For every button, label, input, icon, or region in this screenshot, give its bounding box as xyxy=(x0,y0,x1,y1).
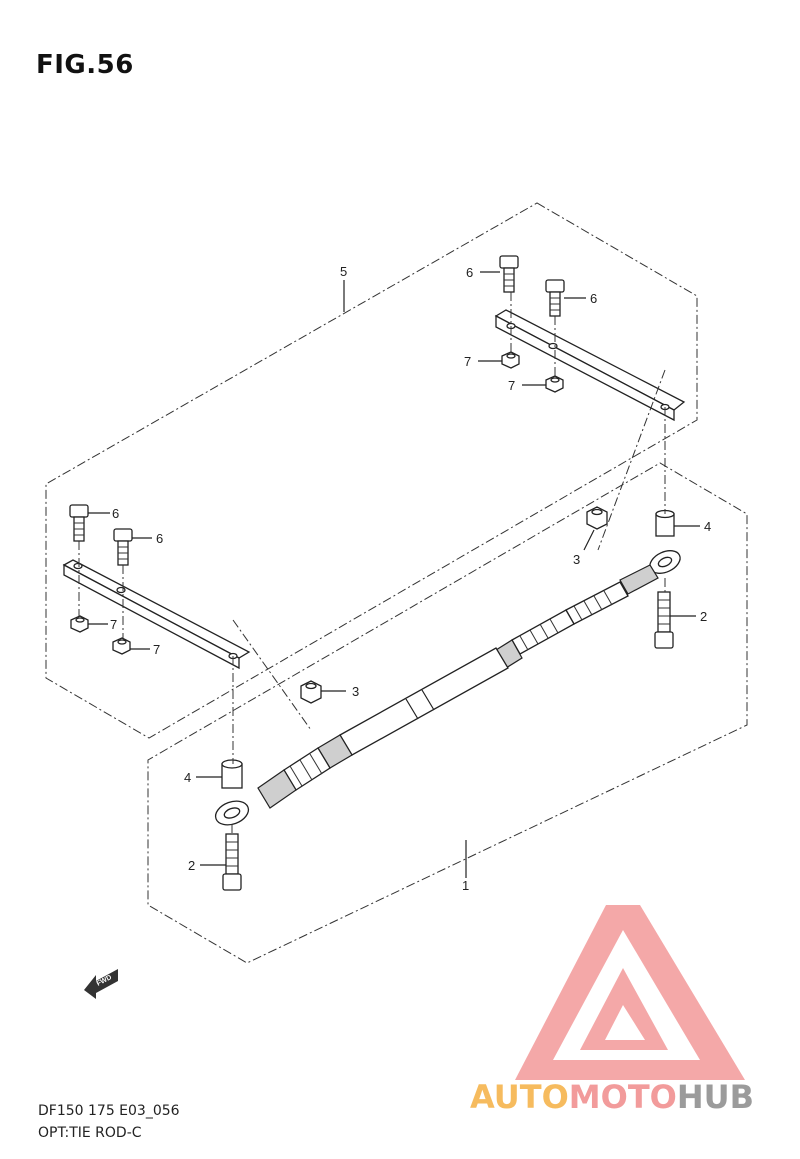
callout-4: 4 xyxy=(704,519,711,534)
upper-group-frame xyxy=(45,202,698,739)
callout-6: 6 xyxy=(466,265,473,280)
bolt-2b xyxy=(222,833,242,891)
bolt-6c xyxy=(69,504,89,542)
bolt-2a xyxy=(654,591,674,649)
callout-3: 3 xyxy=(573,552,580,567)
nut-7b xyxy=(545,375,564,393)
callout-6: 6 xyxy=(156,531,163,546)
callout-6: 6 xyxy=(112,506,119,521)
watermark-moto: MOTO xyxy=(569,1078,677,1116)
footer-description: OPT:TIE ROD-C xyxy=(38,1125,142,1141)
bracket-plate-left xyxy=(62,559,251,670)
watermark-triangle-icon xyxy=(515,905,745,1080)
callout-6: 6 xyxy=(590,291,597,306)
bolt-6d xyxy=(113,528,133,566)
nut-7a xyxy=(501,351,520,369)
watermark-logo: AUTOMOTOHUB xyxy=(470,905,754,1116)
callout-7: 7 xyxy=(464,354,471,369)
callout-5: 5 xyxy=(340,264,347,279)
figure-title: FIG.56 xyxy=(36,50,134,80)
svg-text:AUTOMOTOHUB: AUTOMOTOHUB xyxy=(470,1078,754,1116)
callout-7: 7 xyxy=(508,378,515,393)
footer-code: DF150 175 E03_056 xyxy=(38,1103,180,1119)
bolt-6b xyxy=(545,279,565,317)
guide-line xyxy=(597,369,666,551)
callout-2: 2 xyxy=(700,609,707,624)
collar-4b xyxy=(221,759,243,789)
watermark-auto: AUTO xyxy=(470,1078,569,1116)
collar-4a xyxy=(655,509,675,537)
nut-7d xyxy=(112,637,131,655)
callout-7: 7 xyxy=(110,617,117,632)
callout-7: 7 xyxy=(153,642,160,657)
bracket-plate-right xyxy=(494,309,686,422)
callout-1: 1 xyxy=(462,878,469,893)
tie-rod xyxy=(214,550,681,826)
callout-3: 3 xyxy=(352,684,359,699)
callout-2: 2 xyxy=(188,858,195,873)
fwd-arrow-icon: FWD xyxy=(84,969,118,999)
guide-line xyxy=(232,619,312,731)
watermark-hub: HUB xyxy=(677,1078,754,1116)
nut-3a xyxy=(586,506,608,530)
nut-7c xyxy=(70,615,89,633)
lower-group-frame xyxy=(147,462,748,964)
bolt-6a xyxy=(499,255,519,293)
nut-3b xyxy=(300,680,322,704)
callout-4: 4 xyxy=(184,770,191,785)
